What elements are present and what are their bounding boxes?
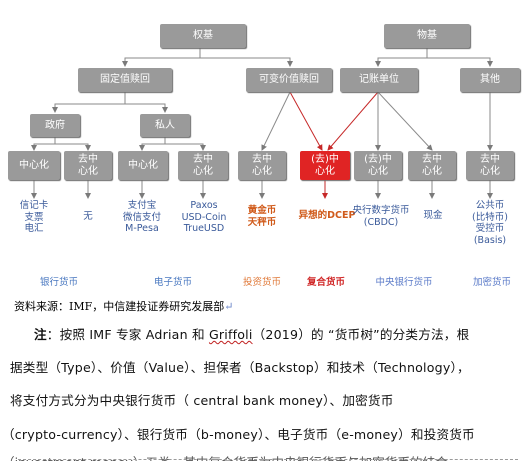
decentralized-node-3: 去中 心化	[238, 151, 286, 180]
note-line1-after: （2019）的 “货币树”的分类方法，根	[252, 327, 470, 342]
leaf-cash: 现金	[423, 210, 443, 221]
edge-var-d3	[261, 91, 291, 151]
category-electronic: 电子货币	[153, 277, 192, 288]
leaf-dcep: 异想的DCEP	[298, 210, 356, 221]
root-left-node: 权基	[160, 24, 246, 48]
edge-unit-dcep	[327, 91, 379, 151]
category-composite: 复合货币	[306, 277, 345, 288]
note-line1-name: Griffoli	[208, 327, 253, 342]
note-line1-before: ：按照 IMF 专家 Adrian 和	[46, 327, 209, 342]
decentralized-node-5: 去中 心化	[466, 151, 514, 180]
note-line-5: （investment money）五类。其中复合货币为中央银行货币与加密货币的…	[2, 452, 448, 461]
tree-edges	[31, 48, 493, 199]
category-bank: 银行货币	[39, 277, 78, 288]
source-text: 资料来源：IMF，中信建投证券研究发展部	[14, 300, 225, 313]
edge-root-left-fixed	[122, 48, 201, 67]
edge-root-left-variable	[199, 48, 293, 67]
root-right-node: 物基	[384, 24, 470, 48]
centralized-node-2: 中心化	[118, 151, 168, 180]
page-divider	[18, 459, 518, 460]
decentralized-node-1: 去中 心化	[64, 151, 112, 180]
variable-redemption-node: 可变价值赎回	[246, 68, 332, 92]
edge-priv-d2	[164, 137, 206, 151]
centralized-node-1: 中心化	[8, 151, 60, 180]
note-line-3: 将支付方式分为中央银行货币（ central bank money）、加密货币	[10, 393, 394, 408]
edge-root-right-other	[426, 48, 493, 67]
note-line-4: （crypto-currency）、银行货币（b-money）、电子货币（e-m…	[2, 427, 475, 442]
category-crypto: 加密货币	[472, 277, 511, 288]
edge-root-right-unit	[375, 48, 428, 67]
note-line-2: 据类型（Type）、价值（Value）、担保者（Backstop）和技术（Tec…	[10, 360, 470, 375]
edge-fixed-private	[124, 92, 168, 113]
dcep-node: (去)中 心化	[300, 151, 350, 180]
unit-of-account-node: 记账单位	[340, 68, 418, 92]
source-caption: 资料来源：IMF，中信建投证券研究发展部↵	[14, 298, 233, 314]
category-investment: 投资货币	[242, 277, 281, 288]
government-node: 政府	[30, 114, 80, 137]
private-node: 私人	[140, 114, 190, 137]
edge-gov-c1	[31, 137, 56, 151]
edge-unit-d4	[377, 91, 433, 151]
fixed-redemption-node: 固定值赎回	[78, 68, 172, 92]
leaf-e-money: 支付宝 微信支付 M-Pesa	[122, 200, 161, 234]
leaf-crypto: 公共币 (比特币) 受控币 (Basis)	[472, 200, 508, 246]
edge-gov-d1	[54, 137, 91, 151]
leaf-stablecoins: Paxos USD-Coin TrueUSD	[181, 200, 227, 234]
return-mark-icon: ↵	[224, 300, 234, 313]
leaf-none: 无	[83, 211, 93, 222]
leaf-investment: 黄金币 天秤币	[247, 205, 277, 228]
other-node: 其他	[460, 68, 520, 92]
decentralized-node-4: 去中 心化	[408, 151, 456, 180]
edge-fixed-gov	[52, 92, 126, 113]
decentralized-node-2: 去中 心化	[178, 151, 228, 180]
note-line-1: 注：按照 IMF 专家 Adrian 和 Griffoli（2019）的 “货币…	[34, 324, 469, 343]
note-label: 注	[34, 327, 47, 342]
category-central-bank: 中央银行货币	[375, 277, 433, 288]
edge-priv-c2	[139, 137, 166, 151]
leaf-bank-money: 信记卡 支票 电汇	[19, 200, 49, 234]
note-line-5-cut: （investment money）五类。其中复合货币为中央银行货币与加密货币的…	[0, 452, 532, 461]
leaf-cbdc: 央行数字货币 (CBDC)	[352, 205, 410, 228]
edge-var-dcep	[289, 91, 323, 151]
cbdc-node: (去)中 心化	[354, 151, 402, 180]
